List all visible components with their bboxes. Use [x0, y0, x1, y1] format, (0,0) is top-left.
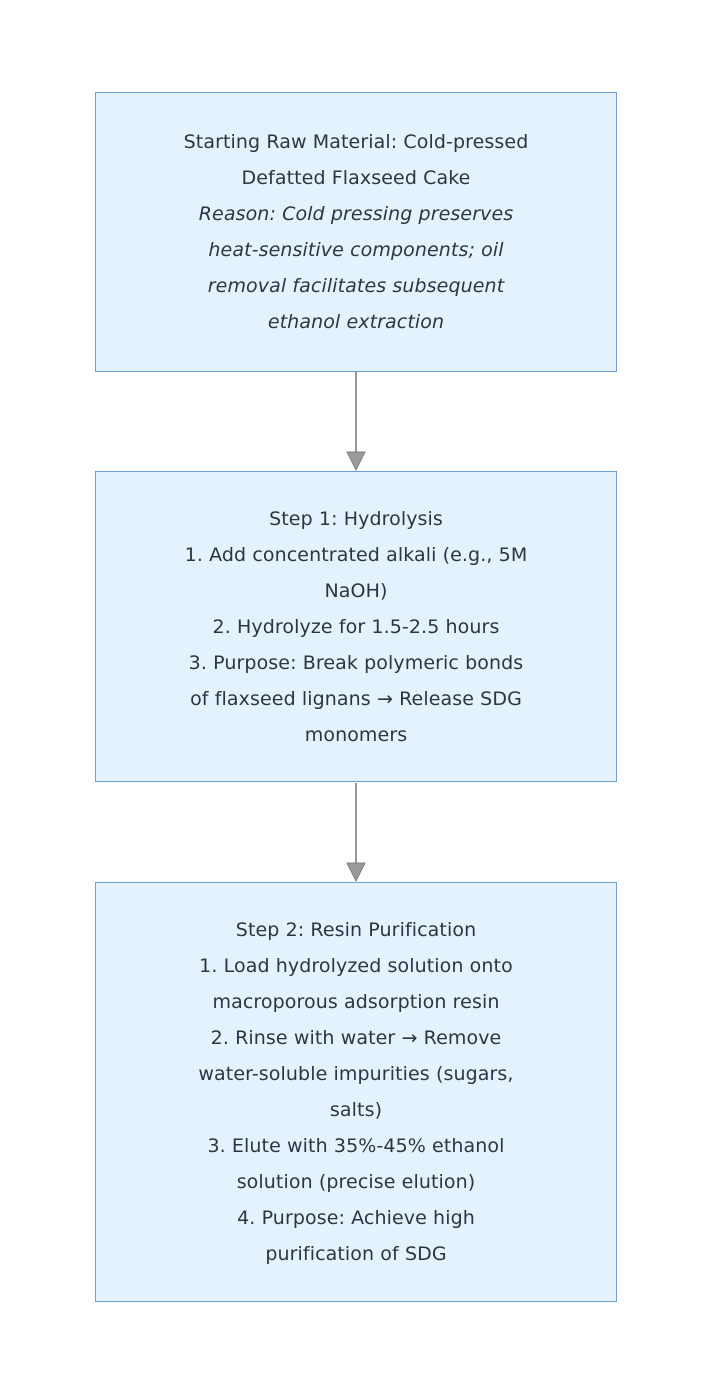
- node-raw-material-line-3: heat-sensitive components; oil: [208, 239, 504, 261]
- node-step-1-line-3: 2. Hydrolyze for 1.5-2.5 hours: [212, 615, 500, 638]
- node-step-1-line-2: NaOH): [324, 579, 388, 602]
- node-step-2-resin-purification[interactable]: Step 2: Resin Purification 1. Load hydro…: [95, 882, 617, 1302]
- node-step-1-line-4: 3. Purpose: Break polymeric bonds: [188, 651, 524, 674]
- node-step-2-line-6: 3. Elute with 35%-45% ethanol: [207, 1135, 505, 1157]
- node-raw-material-line-5: ethanol extraction: [267, 311, 445, 333]
- node-step-1-hydrolysis[interactable]: Step 1: Hydrolysis 1. Add concentrated a…: [95, 471, 617, 782]
- node-raw-material-line-0: Starting Raw Material: Cold-pressed: [183, 131, 529, 153]
- node-step-2-line-3: 2. Rinse with water → Remove: [210, 1027, 502, 1049]
- node-step-2-line-7: solution (precise elution): [236, 1171, 476, 1193]
- node-step-2-line-0: Step 2: Resin Purification: [235, 919, 477, 941]
- node-step-2-line-8: 4. Purpose: Achieve high: [237, 1207, 475, 1229]
- node-raw-material-line-1: Defatted Flaxseed Cake: [241, 167, 471, 189]
- node-step-2-line-5: salts): [329, 1099, 383, 1121]
- node-step-1-line-1: 1. Add concentrated alkali (e.g., 5M: [184, 543, 528, 566]
- edge-raw-material-to-step-1: [346, 372, 366, 472]
- node-raw-material-line-2: Reason: Cold pressing preserves: [198, 203, 514, 225]
- node-step-1-line-6: monomers: [304, 723, 408, 746]
- node-step-1-line-5: of flaxseed lignans → Release SDG: [190, 687, 522, 710]
- node-raw-material[interactable]: Starting Raw Material: Cold-pressed Defa…: [95, 92, 617, 372]
- node-step-2-line-2: macroporous adsorption resin: [212, 991, 500, 1013]
- node-step-2-line-4: water-soluble impurities (sugars,: [198, 1063, 514, 1085]
- node-step-2-line-9: purification of SDG: [265, 1243, 447, 1265]
- node-raw-material-line-4: removal facilitates subsequent: [207, 275, 505, 297]
- edge-step-1-to-step-2: [346, 783, 366, 883]
- node-step-1-line-0: Step 1: Hydrolysis: [269, 507, 443, 530]
- node-step-2-line-1: 1. Load hydrolyzed solution onto: [199, 955, 513, 977]
